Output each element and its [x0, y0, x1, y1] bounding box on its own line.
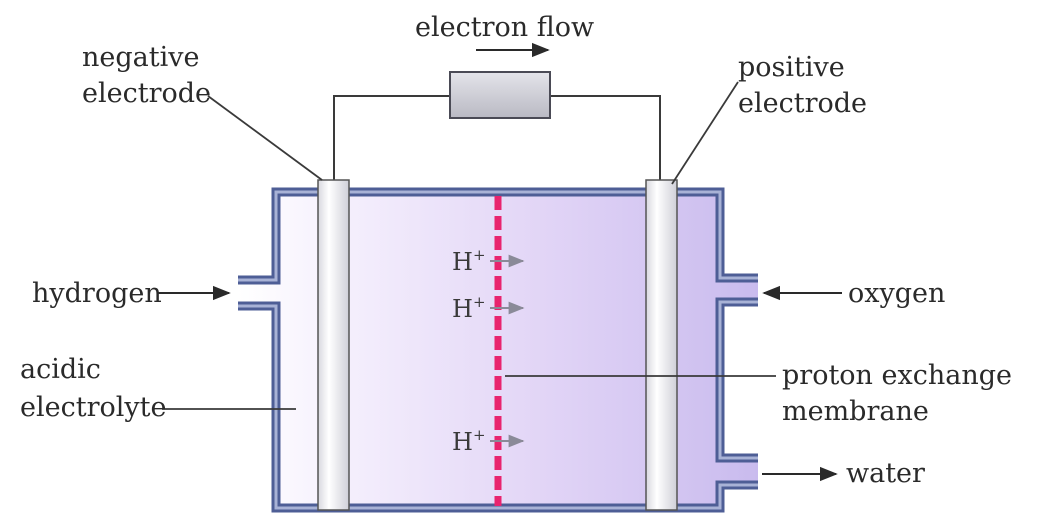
ion-symbol: H: [452, 428, 473, 456]
ion-symbol: H: [452, 295, 473, 323]
ion-charge: +: [473, 246, 486, 264]
ion-charge: +: [473, 293, 486, 311]
label-positive-electrode-2: electrode: [738, 88, 867, 119]
label-positive-electrode-1: positive: [738, 52, 845, 83]
label-membrane-1: proton exchange: [782, 360, 1012, 391]
label-electron-flow: electron flow: [415, 12, 594, 43]
label-negative-electrode-2: electrode: [82, 78, 211, 109]
negative-electrode: [317, 179, 350, 511]
svg-text:H+: H+: [452, 246, 486, 276]
positive-electrode: [645, 179, 678, 511]
label-negative-electrode-1: negative: [82, 42, 199, 73]
cell-wall: [238, 187, 758, 513]
external-wire: [333, 95, 661, 182]
negative-electrode-leader: [207, 95, 323, 181]
ion-2: H+: [452, 293, 525, 323]
svg-text:H+: H+: [452, 426, 486, 456]
label-acidic-electrolyte-1: acidic: [20, 354, 101, 385]
label-acidic-electrolyte-2: electrolyte: [20, 392, 166, 423]
ion-1: H+: [452, 246, 525, 276]
label-hydrogen: hydrogen: [32, 278, 162, 309]
label-water: water: [846, 458, 925, 489]
ion-symbol: H: [452, 248, 473, 276]
svg-text:H+: H+: [452, 293, 486, 323]
ion-charge: +: [473, 426, 486, 444]
ion-3: H+: [452, 426, 525, 456]
positive-electrode-leader: [671, 81, 739, 185]
label-oxygen: oxygen: [848, 278, 945, 309]
label-membrane-2: membrane: [782, 396, 929, 427]
load-resistor: [449, 71, 551, 119]
